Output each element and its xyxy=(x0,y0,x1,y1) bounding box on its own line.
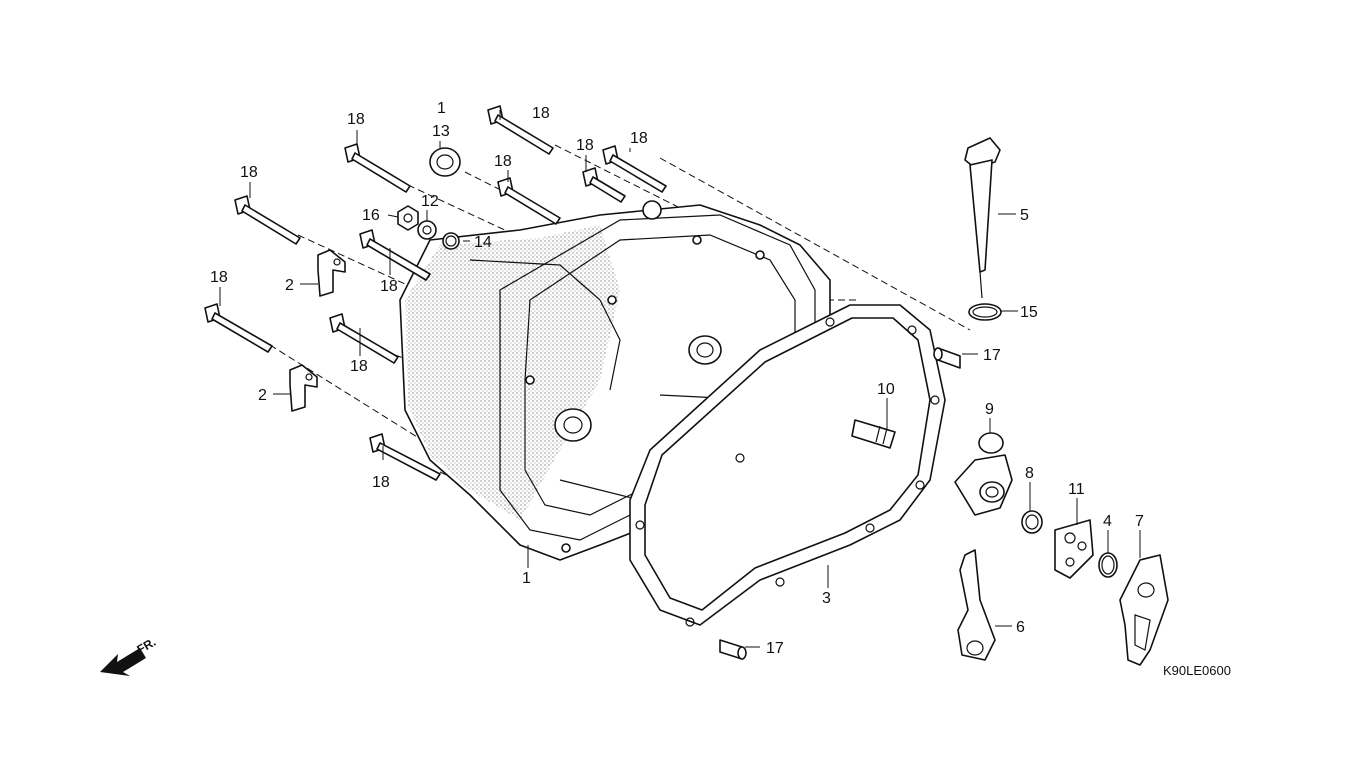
callout-10: 10 xyxy=(877,381,895,398)
clamp-2-lower xyxy=(289,364,318,412)
callout-17-lower: 17 xyxy=(766,640,784,657)
oil-seal-13 xyxy=(429,147,461,177)
cover-plate-7 xyxy=(1119,554,1169,666)
callout-18-h: 18 xyxy=(210,269,228,286)
callout-8: 8 xyxy=(1025,465,1034,482)
callout-17-upper: 17 xyxy=(983,347,1001,364)
o-ring-4 xyxy=(1098,552,1118,578)
clamp-2-upper xyxy=(317,249,346,297)
washer-12 xyxy=(417,220,437,240)
callout-15: 15 xyxy=(1020,304,1038,321)
callout-18-b: 18 xyxy=(532,105,550,122)
cover-gasket xyxy=(629,304,946,627)
callout-18-g: 18 xyxy=(380,278,398,295)
callout-14: 14 xyxy=(474,234,492,251)
collar-9 xyxy=(978,432,1004,454)
callout-1-bottom: 1 xyxy=(522,570,531,587)
callout-12: 12 xyxy=(421,193,439,210)
callout-2-upper: 2 xyxy=(285,277,294,294)
callout-18-a: 18 xyxy=(347,111,365,128)
cam-plate-piece xyxy=(954,454,1013,516)
bolts-18 xyxy=(204,105,667,481)
callout-18-c: 18 xyxy=(576,137,594,154)
dipstick-5 xyxy=(964,137,1001,299)
stud-10 xyxy=(851,419,896,449)
plate-11 xyxy=(1054,519,1094,579)
callout-16: 16 xyxy=(362,207,380,224)
callout-18-f: 18 xyxy=(240,164,258,181)
bolt-18-b xyxy=(487,105,554,155)
bolt-18-d xyxy=(602,145,667,193)
bolt-18-h xyxy=(204,303,273,353)
callout-18-j: 18 xyxy=(372,474,390,491)
callout-4: 4 xyxy=(1103,513,1112,530)
callout-13: 13 xyxy=(432,123,450,140)
callouts: 1 13 18 18 18 18 18 18 18 18 18 18 12 16… xyxy=(210,100,1144,657)
bolt-18-e xyxy=(497,177,561,225)
callout-18-e: 18 xyxy=(494,153,512,170)
bolt-18-i xyxy=(329,313,399,364)
bolt-18-f xyxy=(234,195,301,245)
o-ring-14 xyxy=(442,232,460,250)
dowel-17-lower xyxy=(719,639,747,660)
callout-3: 3 xyxy=(822,590,831,607)
bolt-18-a xyxy=(344,143,411,193)
callout-1-top: 1 xyxy=(437,100,446,117)
callout-11: 11 xyxy=(1068,481,1085,498)
bolt-18-g xyxy=(359,229,431,281)
callout-7: 7 xyxy=(1135,513,1144,530)
callout-18-i: 18 xyxy=(350,358,368,375)
leader-lines xyxy=(219,110,1141,648)
callout-9: 9 xyxy=(985,401,994,418)
bolt-18-c xyxy=(582,167,626,203)
callout-2-lower: 2 xyxy=(258,387,267,404)
bushing-8 xyxy=(1021,510,1043,534)
callout-6: 6 xyxy=(1016,619,1025,636)
dowel-17-upper xyxy=(933,347,961,369)
arm-6 xyxy=(957,549,996,661)
drawing-code: K90LE0600 xyxy=(1163,663,1231,678)
nut-16 xyxy=(397,205,419,231)
front-direction-arrow-icon: FR. xyxy=(100,635,158,676)
bolt-18-j xyxy=(369,433,441,481)
callout-18-d: 18 xyxy=(630,130,648,147)
o-ring-15 xyxy=(968,303,1002,321)
callout-5: 5 xyxy=(1020,207,1029,224)
